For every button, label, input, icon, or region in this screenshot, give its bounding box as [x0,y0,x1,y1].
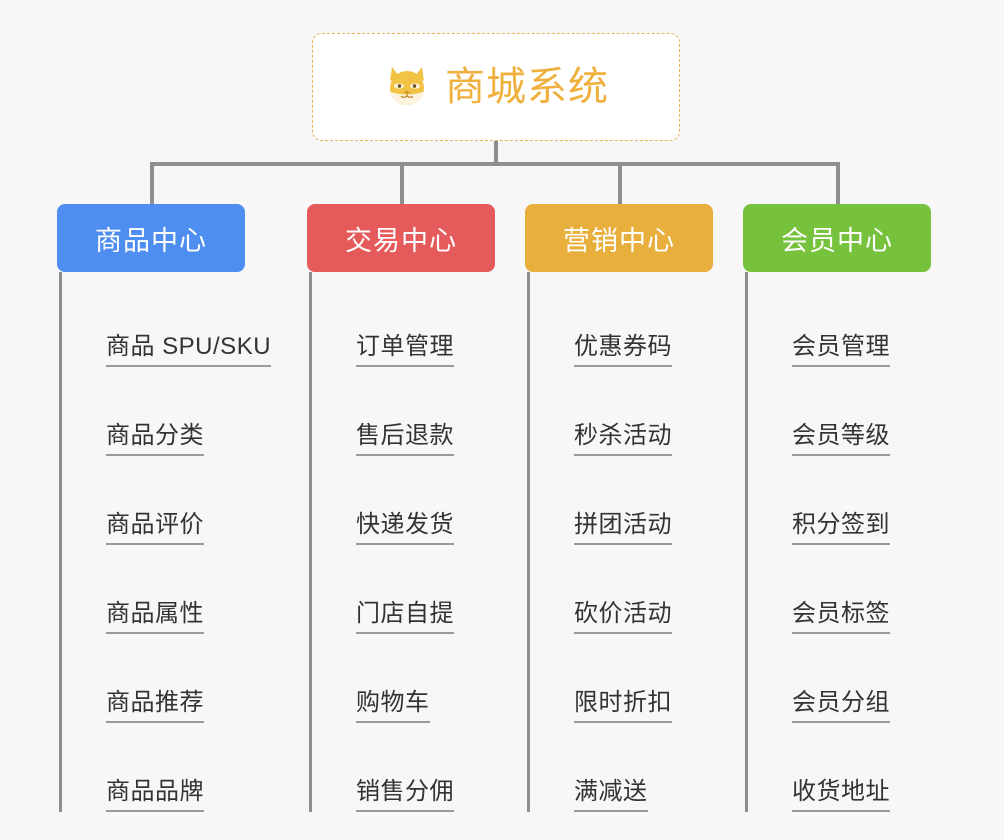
category-box-1[interactable]: 商品中心 [57,204,245,272]
leaf-list-3: 优惠券码 秒杀活动 拼团活动 砍价活动 限时折扣 满减送 [527,272,745,812]
leaf-item[interactable]: 商品品牌 [62,723,277,812]
leaf-item[interactable]: 会员分组 [748,634,963,723]
leaf-label: 优惠券码 [574,326,672,367]
leaf-label: 购物车 [356,682,430,723]
leaf-item[interactable]: 会员标签 [748,545,963,634]
branch-column-2: 交易中心 订单管理 售后退款 快递发货 门店自提 购物车 销售分佣 [307,204,527,812]
leaf-label: 商品属性 [106,593,204,634]
branch-column-1: 商品中心 商品 SPU/SKU 商品分类 商品评价 商品属性 商品推荐 商品品牌 [57,204,277,812]
leaf-item[interactable]: 积分签到 [748,456,963,545]
leaf-label: 商品推荐 [106,682,204,723]
leaf-item[interactable]: 销售分佣 [312,723,527,812]
branch-column-3: 营销中心 优惠券码 秒杀活动 拼团活动 砍价活动 限时折扣 满减送 [525,204,745,812]
leaf-list-4: 会员管理 会员等级 积分签到 会员标签 会员分组 收货地址 [745,272,963,812]
leaf-item[interactable]: 砍价活动 [530,545,745,634]
connector-drop-3 [618,162,622,204]
leaf-item[interactable]: 商品 SPU/SKU [62,278,277,367]
branch-column-4: 会员中心 会员管理 会员等级 积分签到 会员标签 会员分组 收货地址 [743,204,963,812]
leaf-label: 会员等级 [792,415,890,456]
category-label-4: 会员中心 [781,225,893,256]
leaf-label: 商品评价 [106,504,204,545]
leaf-item[interactable]: 满减送 [530,723,745,812]
leaf-label: 商品分类 [106,415,204,456]
shiba-dog-icon [383,63,431,111]
leaf-label: 商品 SPU/SKU [106,326,272,367]
leaf-item[interactable]: 会员管理 [748,278,963,367]
leaf-label: 会员标签 [792,593,890,634]
root-node[interactable]: 商城系统 [312,33,680,141]
leaf-label: 门店自提 [356,593,454,634]
category-label-3: 营销中心 [563,225,675,256]
connector-root-stub [494,141,498,164]
leaf-label: 会员分组 [792,682,890,723]
leaf-label: 砍价活动 [574,593,672,634]
root-title: 商城系统 [445,65,609,109]
connector-drop-2 [400,162,404,204]
leaf-label: 拼团活动 [574,504,672,545]
leaf-label: 订单管理 [356,326,454,367]
category-box-2[interactable]: 交易中心 [307,204,495,272]
leaf-label: 秒杀活动 [574,415,672,456]
leaf-item[interactable]: 快递发货 [312,456,527,545]
connector-drop-4 [836,162,840,204]
leaf-item[interactable]: 购物车 [312,634,527,723]
category-box-3[interactable]: 营销中心 [525,204,713,272]
leaf-item[interactable]: 秒杀活动 [530,367,745,456]
leaf-item[interactable]: 收货地址 [748,723,963,812]
leaf-item[interactable]: 订单管理 [312,278,527,367]
leaf-label: 商品品牌 [106,771,204,812]
category-box-4[interactable]: 会员中心 [743,204,931,272]
leaf-label: 收货地址 [792,771,890,812]
leaf-item[interactable]: 限时折扣 [530,634,745,723]
category-label-1: 商品中心 [95,225,207,256]
leaf-label: 快递发货 [356,504,454,545]
leaf-label: 会员管理 [792,326,890,367]
leaf-label: 满减送 [574,771,648,812]
category-label-2: 交易中心 [345,225,457,256]
connector-horizontal-bus [150,162,840,166]
leaf-item[interactable]: 门店自提 [312,545,527,634]
leaf-label: 售后退款 [356,415,454,456]
leaf-item[interactable]: 商品推荐 [62,634,277,723]
leaf-label: 限时折扣 [574,682,672,723]
leaf-item[interactable]: 商品属性 [62,545,277,634]
connector-drop-1 [150,162,154,204]
leaf-item[interactable]: 拼团活动 [530,456,745,545]
leaf-item[interactable]: 会员等级 [748,367,963,456]
leaf-item[interactable]: 售后退款 [312,367,527,456]
leaf-list-1: 商品 SPU/SKU 商品分类 商品评价 商品属性 商品推荐 商品品牌 [59,272,277,812]
leaf-item[interactable]: 商品分类 [62,367,277,456]
leaf-item[interactable]: 商品评价 [62,456,277,545]
leaf-list-2: 订单管理 售后退款 快递发货 门店自提 购物车 销售分佣 [309,272,527,812]
leaf-label: 积分签到 [792,504,890,545]
leaf-item[interactable]: 优惠券码 [530,278,745,367]
leaf-label: 销售分佣 [356,771,454,812]
